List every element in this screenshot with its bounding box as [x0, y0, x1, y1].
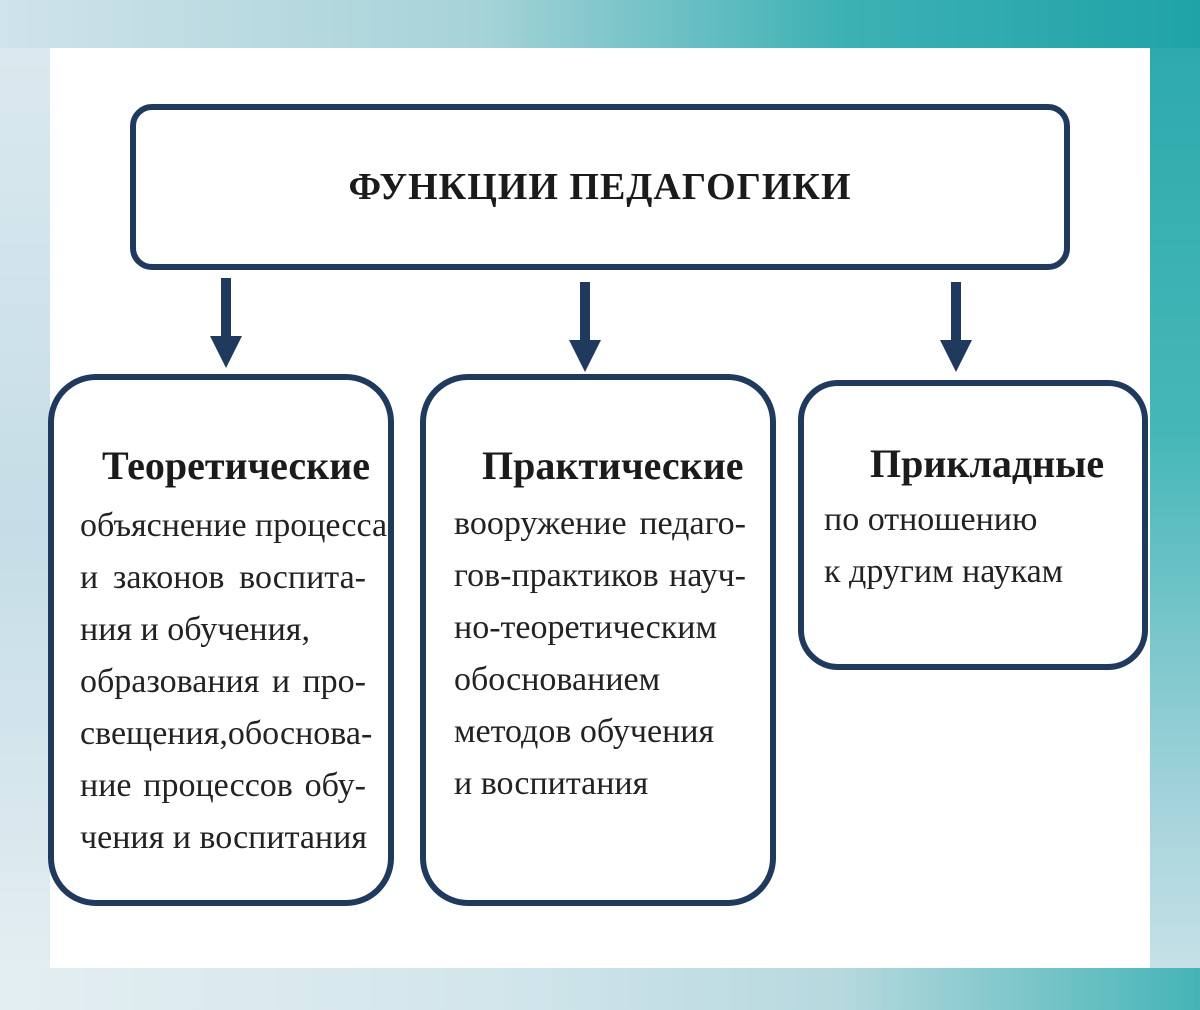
card-applied: Прикладные по отношению к другим наукам: [798, 380, 1148, 670]
card-text-word: гов-практиков: [454, 550, 659, 602]
card-text-word: вооружение: [454, 498, 627, 550]
card-title-practical: Практические: [482, 442, 744, 489]
title-box: ФУНКЦИИ ПЕДАГОГИКИ: [130, 104, 1070, 270]
background-left: [0, 48, 50, 1010]
card-text-line: по отношению: [824, 494, 1124, 546]
card-text-word: но-теоретическим: [454, 609, 717, 646]
card-text-line: ния и обучения,: [80, 604, 366, 656]
card-text-line: методов обучения: [454, 706, 746, 758]
card-text-word: обоснованием: [454, 661, 660, 698]
card-text-word: ния и обучения,: [80, 611, 310, 648]
card-text-line: чения и воспитания: [80, 812, 366, 864]
card-text-line: и воспитания: [454, 758, 746, 810]
card-text-word: чения и воспитания: [80, 819, 367, 856]
card-text-line: но-теоретическим: [454, 602, 746, 654]
card-text-word: ние: [80, 760, 131, 812]
background-top: [0, 0, 1200, 48]
card-title-applied: Прикладные: [870, 440, 1104, 487]
card-text-line: к другим наукам: [824, 546, 1124, 598]
background-bottom: [0, 968, 1200, 1010]
arrow-to-practical: [565, 282, 605, 374]
card-text-word: по отношению: [824, 501, 1037, 538]
card-text-word: педаго-: [639, 498, 746, 550]
card-text-word: обу-: [305, 760, 366, 812]
card-text-line: свещения,обоснова-: [80, 708, 366, 760]
card-text-word: объяснение процесса: [80, 507, 387, 544]
arrow-to-applied: [936, 282, 976, 374]
arrow-to-theoretical: [206, 278, 246, 370]
card-text-word: науч-: [669, 550, 746, 602]
card-text-line: обоснованием: [454, 654, 746, 706]
card-text-word: свещения,: [80, 708, 228, 760]
card-text-word: процессов: [143, 760, 293, 812]
background-right: [1150, 48, 1200, 1010]
card-text-word: про-: [302, 656, 366, 708]
card-text-word: методов обучения: [454, 713, 714, 750]
card-text-word: и: [272, 656, 290, 708]
card-title-theoretical: Теоретические: [102, 442, 370, 489]
card-text-word: обоснова-: [228, 708, 372, 760]
card-text-word: к другим наукам: [824, 553, 1063, 590]
card-text-word: и воспитания: [454, 765, 648, 802]
card-body-applied: по отношению к другим наукам: [824, 494, 1124, 598]
card-text-word: воспита-: [239, 552, 366, 604]
card-text-word: образования: [80, 656, 259, 708]
card-text-line: объяснение процесса: [80, 500, 366, 552]
card-text-word: и: [80, 552, 98, 604]
diagram-title: ФУНКЦИИ ПЕДАГОГИКИ: [348, 165, 851, 209]
card-text-word: законов: [113, 552, 225, 604]
card-text-line: и законов воспита-: [80, 552, 366, 604]
